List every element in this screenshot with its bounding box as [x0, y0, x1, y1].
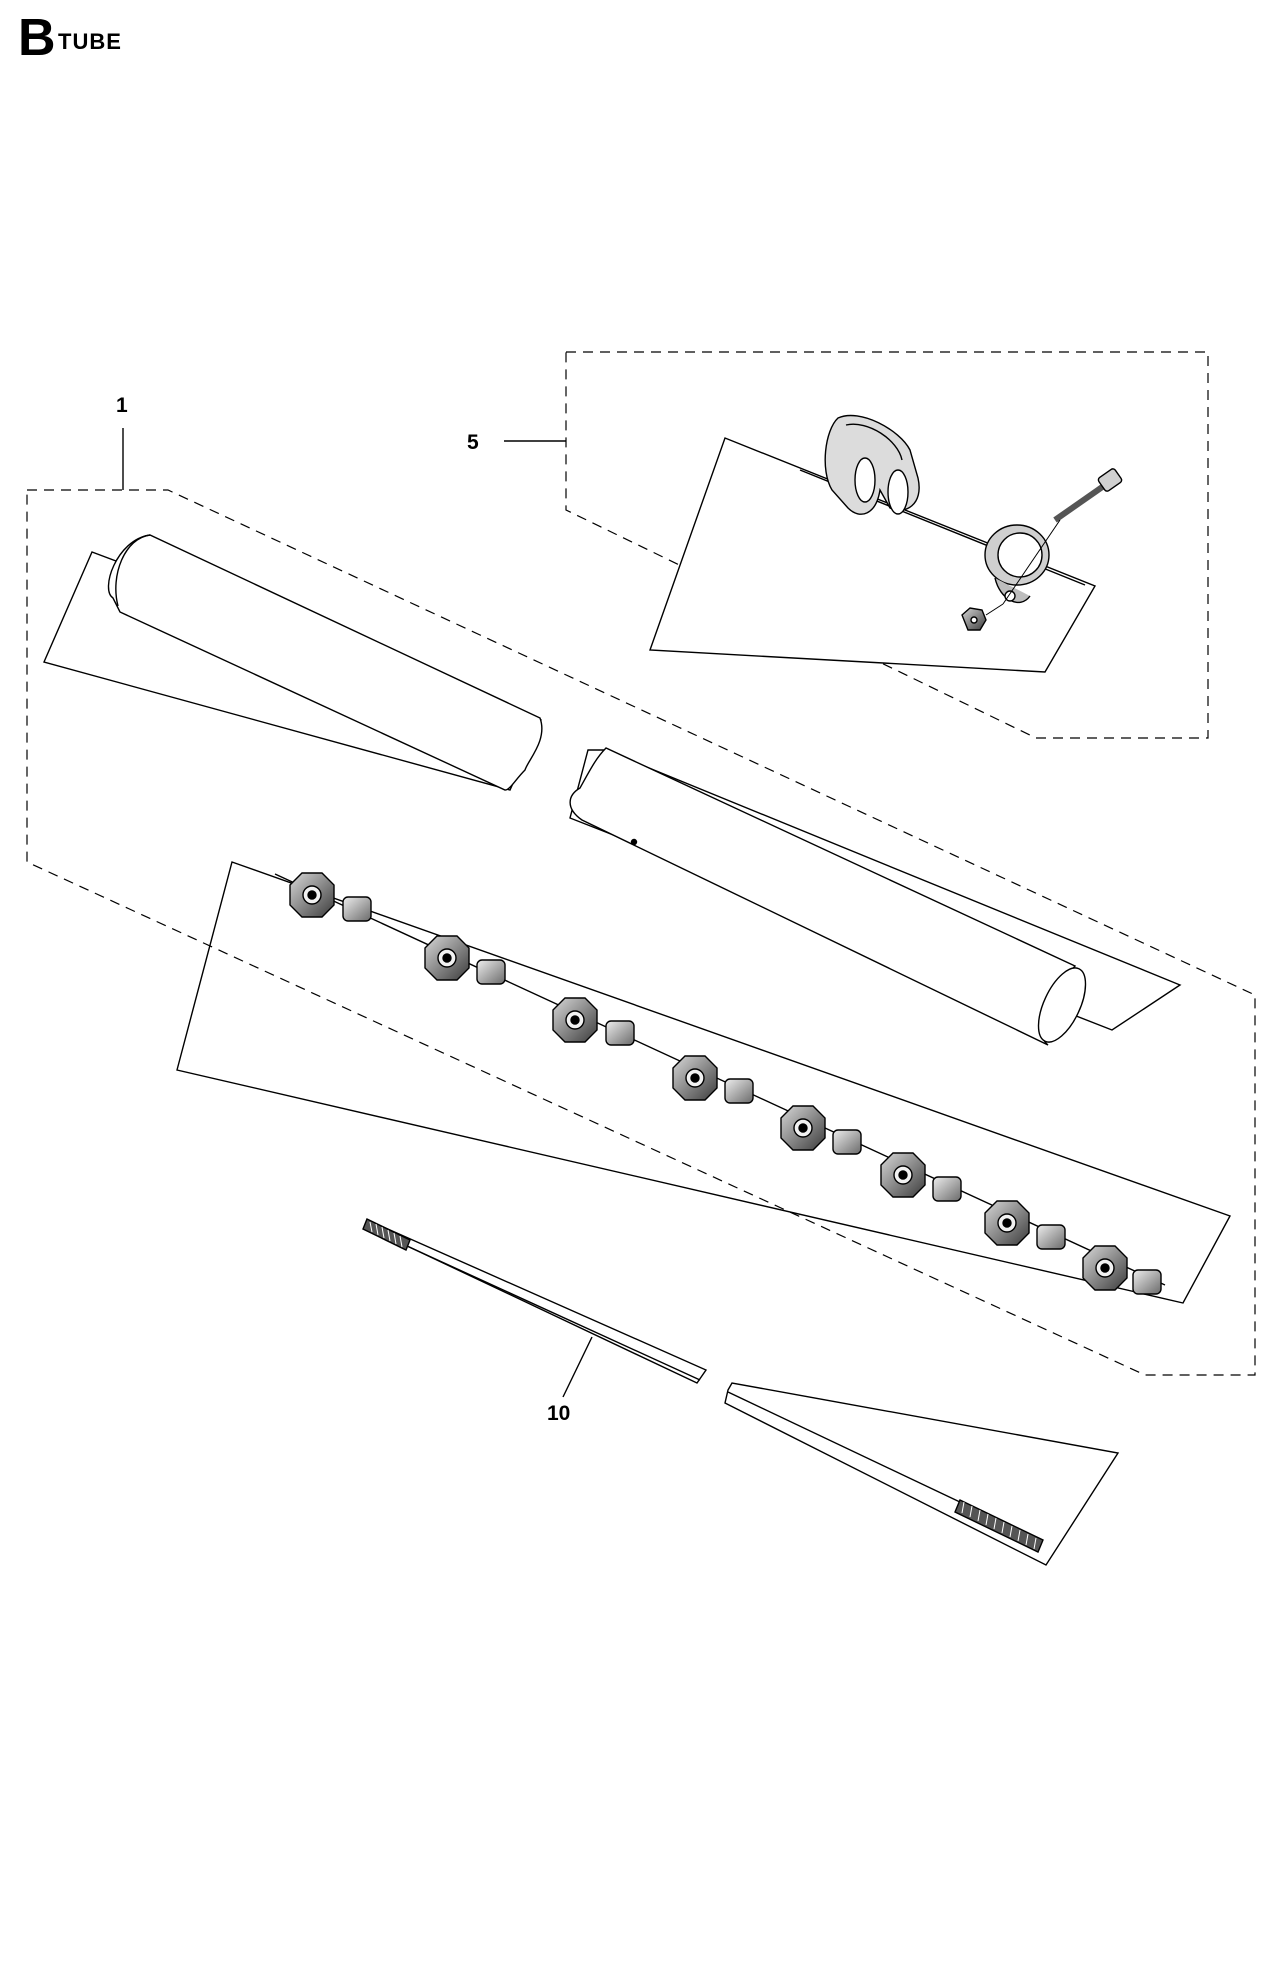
- bearing-sleeve: [1036, 1224, 1066, 1250]
- shaft-thread-rear: [954, 1499, 1044, 1553]
- group-boundary-clamp: [565, 351, 1209, 739]
- bearing-sleeve: [476, 959, 506, 985]
- bearing-sleeve: [342, 896, 372, 922]
- bearing-sleeve: [605, 1020, 635, 1046]
- bearing-nut: [984, 1200, 1030, 1246]
- bearing-nut: [880, 1152, 926, 1198]
- clamp-screw: [1053, 468, 1123, 523]
- callout-10: 10: [547, 1336, 593, 1425]
- callout-leader-10: [562, 1336, 593, 1398]
- handle-bracket: [824, 414, 920, 515]
- bearing-sleeve: [724, 1078, 754, 1104]
- bearing-nut: [289, 872, 335, 918]
- bearing-nut: [780, 1105, 826, 1151]
- bearing-sleeve: [932, 1176, 962, 1202]
- section-header: B: [18, 8, 56, 68]
- section-title: TUBE: [58, 29, 122, 54]
- clamp-nut: [961, 603, 1004, 631]
- bearing-nuts: [289, 872, 1128, 1291]
- tube-part-front: [43, 534, 543, 791]
- callout-5: 5: [467, 431, 566, 454]
- bearing-nut: [552, 997, 598, 1043]
- callout-label-1: 1: [116, 394, 128, 417]
- section-letter: B: [18, 9, 56, 67]
- callout-1: 1: [116, 394, 128, 490]
- clamp-ring: [984, 524, 1050, 603]
- callout-label-5: 5: [467, 431, 479, 454]
- handle-clamp-assembly: [649, 414, 1123, 673]
- bearing-nut: [1082, 1245, 1128, 1291]
- tube-part-rear: [569, 747, 1182, 1046]
- bearing-sleeve: [1132, 1269, 1162, 1295]
- drive-shaft-assembly: [362, 1218, 1120, 1566]
- bearing-nut: [672, 1055, 718, 1101]
- shaft-thread-front: [362, 1218, 411, 1251]
- bearing-sleeve: [832, 1129, 862, 1155]
- callout-label-10: 10: [547, 1402, 570, 1425]
- group-boundary-tube: [26, 489, 1256, 1376]
- bearing-sleeves: [342, 896, 1162, 1295]
- bearing-nut: [424, 935, 470, 981]
